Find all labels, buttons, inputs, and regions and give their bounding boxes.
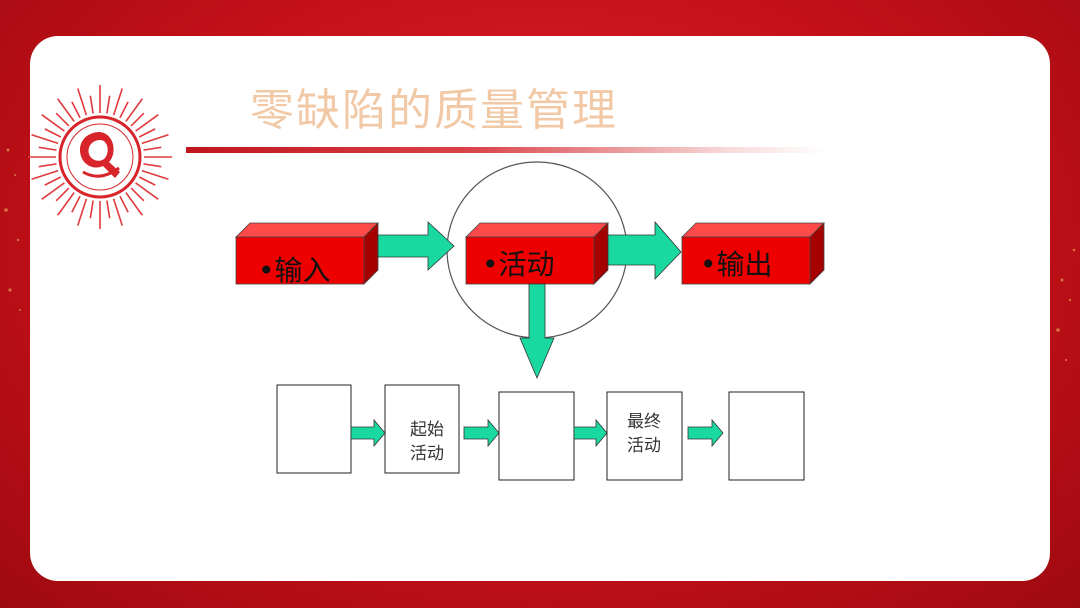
step-box-1 [276, 384, 352, 474]
emblem-ray [89, 95, 94, 114]
activity-label: •活动 [482, 248, 555, 281]
emblem-ray [55, 187, 70, 202]
emblem-ray [106, 200, 111, 219]
input-box [235, 222, 379, 285]
emblem-ray [38, 146, 57, 151]
start-activity-label: 起始活动 [410, 420, 444, 464]
emblem-ray [71, 195, 81, 213]
emblem-ray [76, 88, 88, 116]
step-box-3 [498, 391, 575, 481]
emblem-ray [76, 198, 88, 226]
step-box-5 [728, 391, 805, 481]
emblem-ray [41, 182, 65, 200]
emblem-ray [44, 128, 62, 138]
emblem-ray [57, 98, 75, 122]
step-arrow-3 [573, 418, 608, 448]
output-box [681, 222, 825, 285]
emblem-ray [143, 146, 162, 151]
emblem-ray [130, 187, 145, 202]
emblem-ray [119, 195, 129, 213]
step-arrow-4 [687, 418, 724, 448]
step-box-4 [606, 391, 683, 481]
step-arrow-2 [463, 418, 500, 448]
emblem-ray [112, 88, 124, 116]
emblem-ray [138, 176, 156, 186]
emblem-ray [141, 169, 169, 181]
emblem-ray [31, 169, 59, 181]
emblem-ray [41, 114, 65, 132]
china-quality-month-emblem [28, 85, 172, 229]
activity-box [465, 222, 609, 285]
emblem-ray [135, 114, 159, 132]
emblem-ray [89, 200, 94, 219]
emblem-ray [106, 95, 111, 114]
emblem-ray [57, 192, 75, 216]
emblem-ray [138, 128, 156, 138]
emblem-ray [112, 198, 124, 226]
emblem-ray [125, 192, 143, 216]
arrow-activity-down [519, 283, 555, 380]
step-box-2 [384, 384, 460, 474]
emblem-ray [135, 182, 159, 200]
output-label: •输出 [700, 248, 773, 281]
final-activity-label: 最终活动 [627, 412, 661, 456]
title-divider [186, 147, 826, 153]
emblem-ray [55, 112, 70, 127]
arrow-activity-to-output [607, 220, 682, 280]
emblem-ray [141, 133, 169, 145]
emblem-ray [31, 133, 59, 145]
page-title: 零缺陷的质量管理 [250, 85, 618, 136]
emblem-ray [71, 101, 81, 119]
emblem-ray [119, 101, 129, 119]
quality-q-icon [79, 132, 120, 178]
input-label: •输入 [258, 254, 331, 287]
emblem-ray [125, 98, 143, 122]
arrow-input-to-activity [377, 221, 455, 271]
emblem-ray [130, 112, 145, 127]
emblem-ray [44, 176, 62, 186]
step-arrow-1 [350, 418, 386, 448]
emblem-ray [143, 163, 162, 168]
emblem-ray [38, 163, 57, 168]
